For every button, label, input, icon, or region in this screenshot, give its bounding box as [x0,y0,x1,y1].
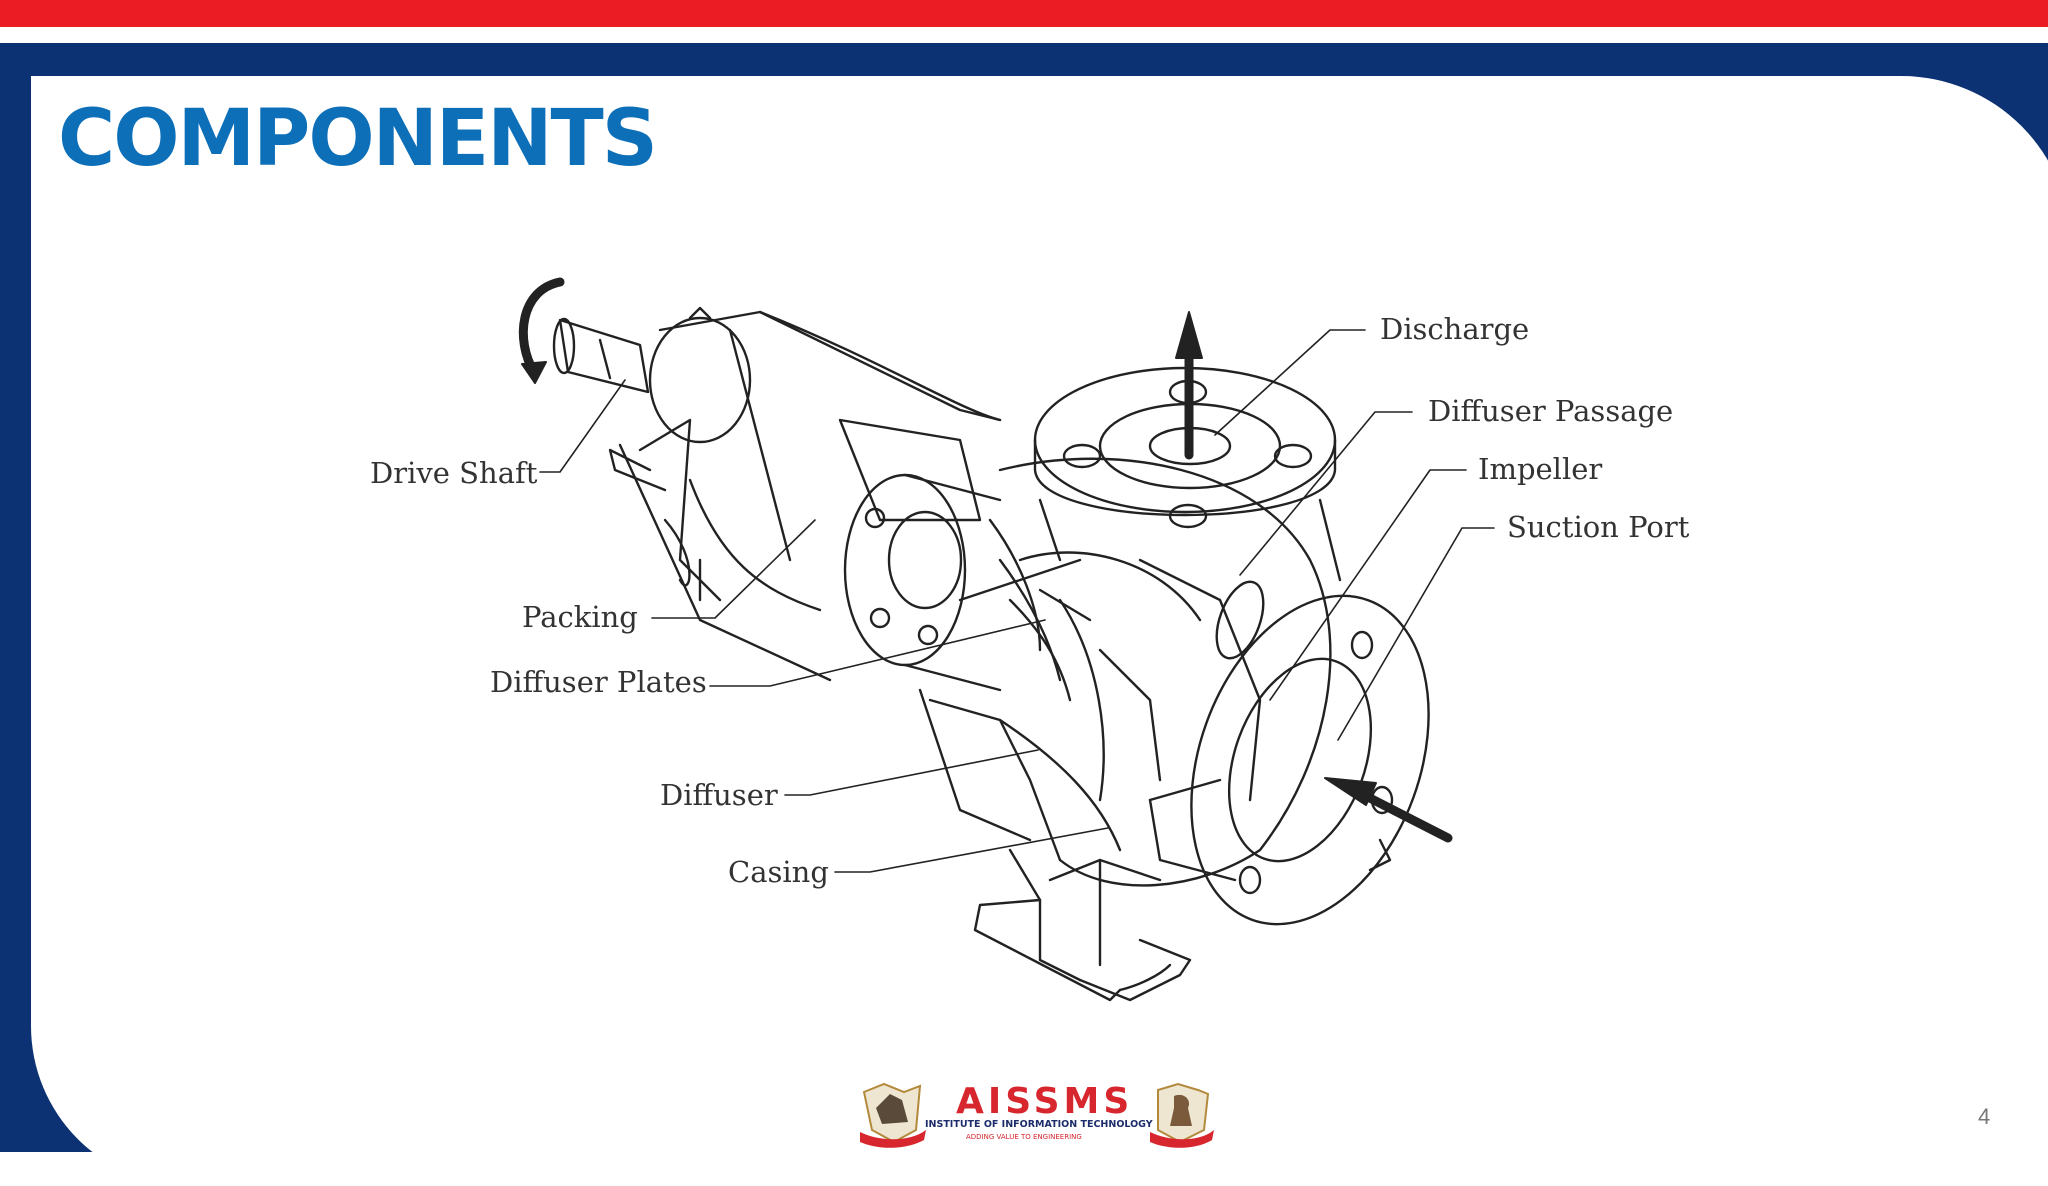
right-emblem-icon [1150,1082,1214,1148]
rotation-arrow-icon [518,277,565,377]
institute-logo: AISSMS INSTITUTE OF INFORMATION TECHNOLO… [860,1081,1214,1148]
mounting-foot-drawing [973,848,1192,1002]
label-suction-port: Suction Port [1507,510,1690,544]
discharge-flow-arrow-icon [1175,311,1203,460]
label-diffuser-plates: Diffuser Plates [490,665,707,699]
suction-flow-arrow-icon [1324,777,1453,843]
slide-title: COMPONENTS [58,94,658,184]
bearing-housing-drawing [608,306,1002,682]
page-number: 4 [1978,1104,1991,1129]
label-casing: Casing [728,855,829,889]
centrifugal-pump-diagram: Discharge Diffuser Passage Impeller Suct… [370,277,1690,1148]
logo-name: AISSMS [956,1081,1133,1122]
top-red-bar [0,0,2048,27]
left-emblem-icon [860,1082,926,1148]
top-white-stripe [0,27,2048,43]
label-packing: Packing [522,600,638,634]
logo-subtitle: INSTITUTE OF INFORMATION TECHNOLOGY [925,1119,1153,1130]
label-discharge: Discharge [1380,312,1529,346]
label-diffuser: Diffuser [660,778,778,812]
drive-shaft-drawing [552,317,650,394]
label-impeller: Impeller [1478,452,1602,486]
casing-drawing [918,457,1332,887]
logo-tagline: ADDING VALUE TO ENGINEERING [966,1133,1082,1141]
label-drive-shaft: Drive Shaft [370,456,538,490]
leader-lines [539,329,1495,873]
label-diffuser-passage: Diffuser Passage [1428,394,1673,428]
packing-gland-drawing [843,473,1082,702]
